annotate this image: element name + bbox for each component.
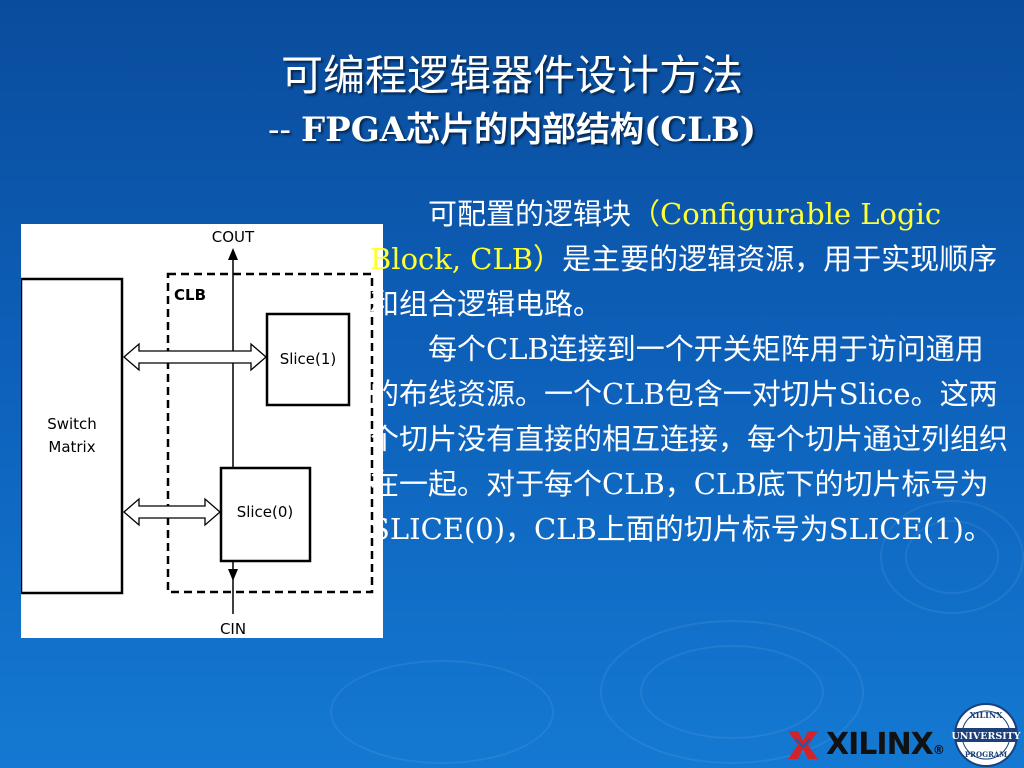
xilinx-wordmark: XILINX® bbox=[826, 727, 945, 768]
switch-to-slice0-arrow bbox=[123, 497, 221, 527]
clb-diagram: Switch Matrix CLB COUT CIN Slice(1) Slic… bbox=[19, 224, 383, 638]
switch-matrix-label-line2: Matrix bbox=[48, 438, 95, 456]
cout-label: COUT bbox=[212, 228, 255, 246]
p1-text-start: 可配置的逻辑块 bbox=[428, 197, 632, 231]
cout-arrowhead bbox=[228, 248, 238, 260]
xilinx-university-program-seal: XILINX UNIVERSITY PROGRAM bbox=[951, 703, 1021, 767]
p1-text-end: 是主要的逻辑资源，用于实现顺序和组合逻辑电路。 bbox=[370, 242, 998, 321]
background-ripple bbox=[905, 520, 999, 594]
background-ripple bbox=[880, 500, 1024, 614]
cin-arrowhead bbox=[228, 569, 238, 581]
slide-subtitle: --FPGA芯片的内部结构(CLB) bbox=[0, 108, 1024, 152]
clb-label: CLB bbox=[174, 286, 206, 304]
paragraph-clb-definition: 可配置的逻辑块（Configurable Logic Block, CLB）是主… bbox=[370, 192, 1010, 327]
switch-matrix-box bbox=[19, 277, 124, 595]
slice1-box bbox=[265, 312, 351, 407]
paragraph-clb-slices: 每个CLB连接到一个开关矩阵用于访问通用的布线资源。一个CLB包含一对切片Sli… bbox=[370, 332, 1009, 546]
seal-bottom-text: PROGRAM bbox=[965, 750, 1007, 759]
slice0-label: Slice(0) bbox=[237, 503, 294, 521]
registered-mark: ® bbox=[932, 743, 945, 757]
background-ripple bbox=[640, 645, 824, 739]
xilinx-wordmark-text: XILINX bbox=[826, 727, 934, 762]
xilinx-mark-icon bbox=[788, 731, 818, 759]
seal-top-text: XILINX bbox=[970, 710, 1004, 720]
p1-highlight: （Configurable Logic Block, CLB） bbox=[370, 197, 942, 276]
background-ripple bbox=[330, 660, 554, 764]
slice1-label: Slice(1) bbox=[280, 350, 337, 368]
slide-title: 可编程逻辑器件设计方法 bbox=[280, 51, 743, 100]
subtitle-text: FPGA芯片的内部结构(CLB) bbox=[300, 110, 756, 150]
slice0-box bbox=[219, 466, 312, 563]
cin-label: CIN bbox=[220, 620, 246, 638]
switch-matrix-label-line1: Switch bbox=[47, 415, 97, 433]
background-ripple bbox=[600, 620, 864, 764]
body-text: 可配置的逻辑块（Configurable Logic Block, CLB）是主… bbox=[370, 192, 1010, 552]
switch-to-slice1-arrow bbox=[123, 342, 267, 372]
subtitle-dash: -- bbox=[268, 110, 291, 150]
clb-boundary bbox=[166, 272, 374, 594]
seal-middle-text: UNIVERSITY bbox=[951, 731, 1020, 742]
